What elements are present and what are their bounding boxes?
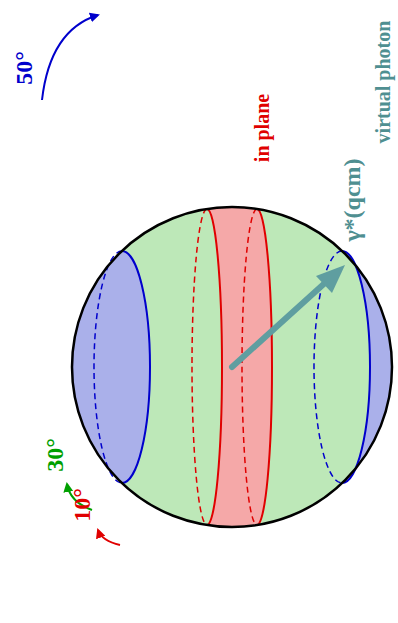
blue-cap [342, 0, 398, 623]
angle-label: 30° [43, 438, 67, 472]
photon-label: virtual photon [373, 21, 393, 144]
photon-arrow [232, 265, 345, 367]
sphere-outline [72, 207, 392, 527]
blue-edge [122, 251, 150, 483]
photon-symbol: γ*(qcm) [340, 158, 364, 241]
band-edges [94, 209, 370, 525]
red-edge [207, 209, 222, 525]
green-band [122, 0, 222, 623]
angle-label: 10° [70, 488, 94, 522]
angle-arc [42, 15, 98, 100]
blue-cap [0, 0, 150, 623]
red-edge [257, 209, 272, 525]
green-band [257, 0, 370, 623]
blue-edge-back [94, 251, 122, 483]
red-edge-back [192, 209, 207, 525]
angle-arc [98, 530, 120, 545]
region-label: in plane [252, 94, 272, 162]
red-band [207, 0, 272, 623]
blue-edge [342, 251, 370, 483]
angle-label: 50° [12, 51, 36, 85]
red-edge-back [242, 209, 257, 525]
